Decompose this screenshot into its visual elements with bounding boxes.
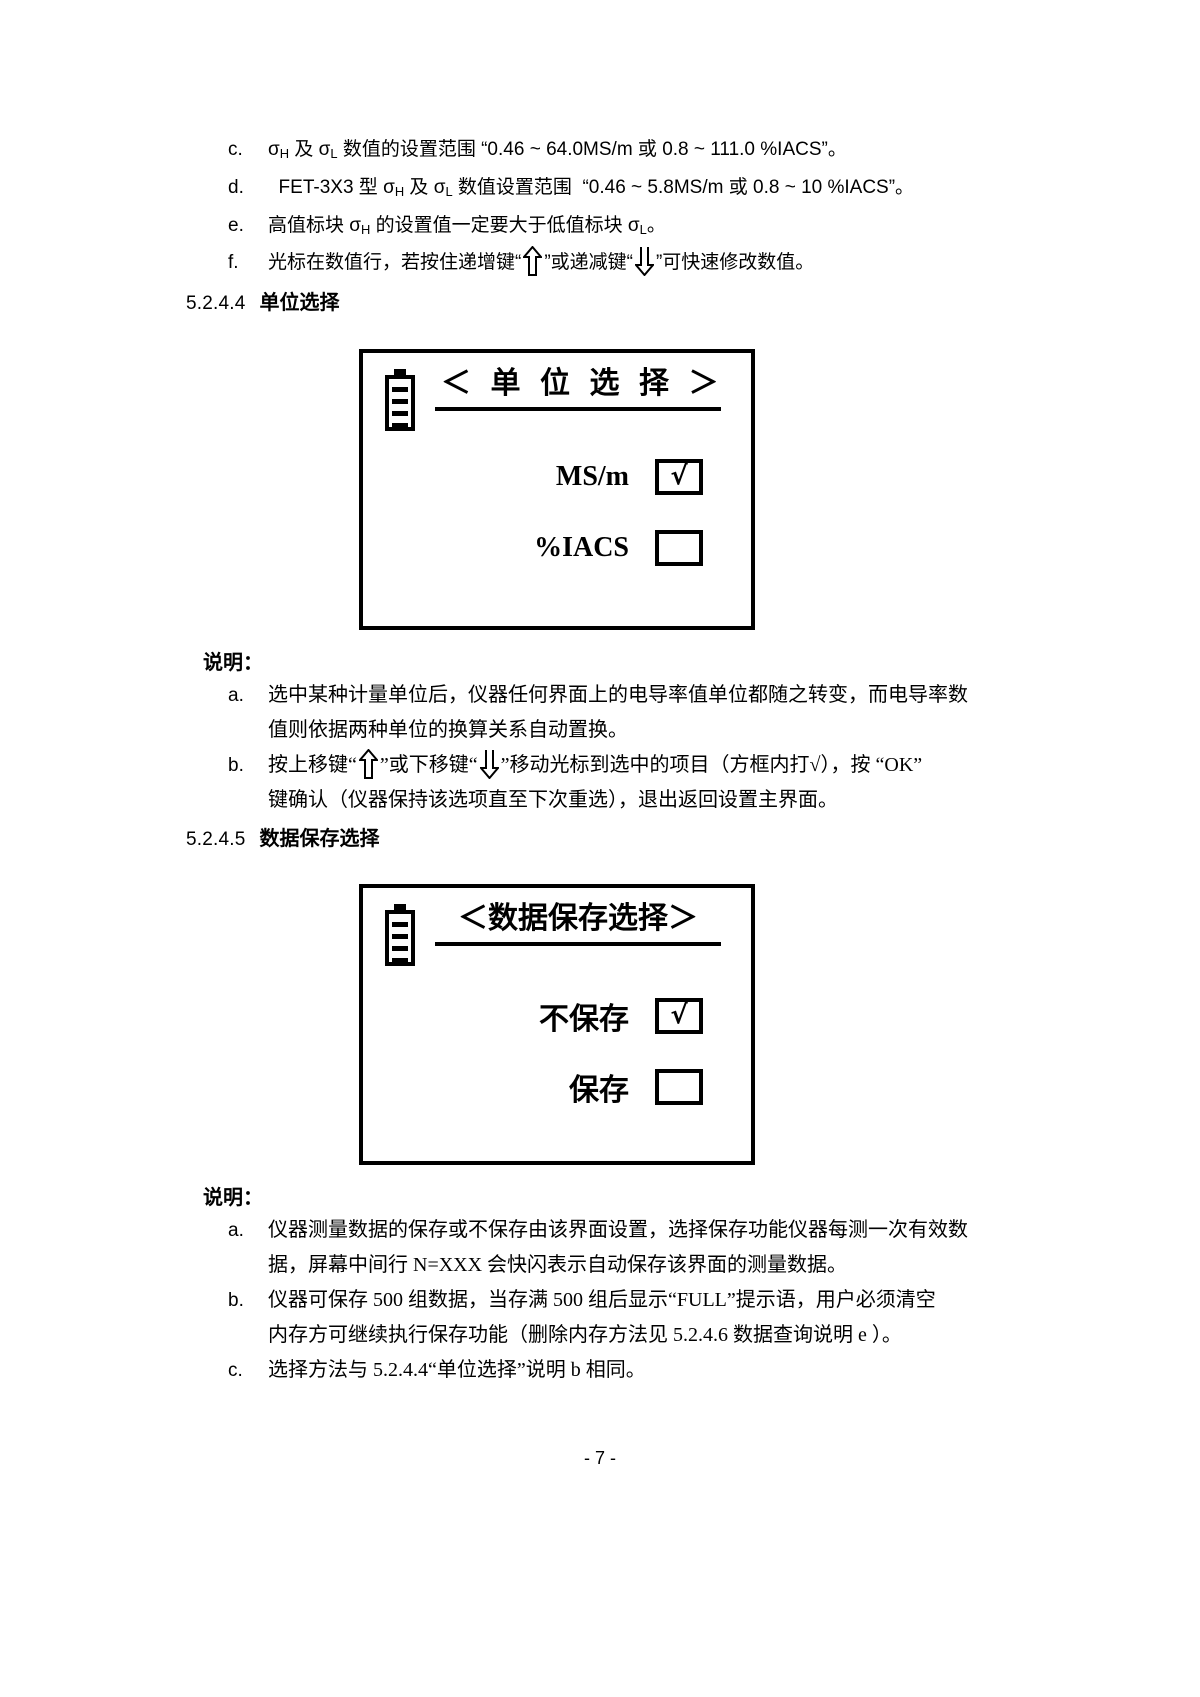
lcd-option-row-msm[interactable]: MS/m √	[461, 459, 703, 495]
note-text-b: 按上移键“”或下移键“”移动光标到选中的项目（方框内打√），按 “OK” 键确认…	[268, 748, 980, 818]
note-line: 选择方法与 5.2.4.4“单位选择”说明 b 相同。	[268, 1359, 646, 1381]
note-text-a: 仪器测量数据的保存或不保存由该界面设置，选择保存功能仪器每测一次有效数 据，屏幕…	[268, 1213, 980, 1283]
check-glyph: √	[670, 461, 688, 492]
lcd-title-text: ＜ 单 位 选 择 ＞	[441, 367, 725, 400]
list-item-d: d. FET-3X3 型 σH 及 σL 数值设置范围 “0.46 ~ 5.8M…	[228, 171, 988, 209]
lcd-screen-data-save: ＜数据保存选择＞ 不保存 √ 保存	[359, 884, 755, 1165]
battery-icon	[385, 904, 415, 966]
lcd-option-row-iacs[interactable]: %IACS	[461, 530, 703, 566]
note-line: 选中某种计量单位后，仪器任何界面上的电导率值单位都随之转变，而电导率数	[268, 684, 968, 706]
lcd-title-divider	[435, 407, 721, 411]
checkbox-msm[interactable]: √	[655, 459, 703, 495]
lcd-option-label-no-save: 不保存	[539, 1003, 629, 1036]
list-text-e: 高值标块 σH 的设置值一定要大于低值标块 σL。	[268, 214, 666, 237]
section-heading-unit-select: 5.2.4.4 单位选择	[186, 286, 340, 315]
note-list-unit-select: a. 选中某种计量单位后，仪器任何界面上的电导率值单位都随之转变，而电导率数 值…	[228, 678, 980, 818]
checkbox-save[interactable]	[655, 1069, 703, 1105]
note-text-b: 仪器可保存 500 组数据，当存满 500 组后显示“FULL”提示语，用户必须…	[268, 1283, 980, 1353]
list-marker-e: e.	[228, 214, 244, 236]
note-item-b: b. 仪器可保存 500 组数据，当存满 500 组后显示“FULL”提示语，用…	[228, 1283, 980, 1353]
arrow-down-icon	[634, 246, 654, 277]
note-item-a: a. 仪器测量数据的保存或不保存由该界面设置，选择保存功能仪器每测一次有效数 据…	[228, 1213, 980, 1283]
note-line: 按上移键“”或下移键“”移动光标到选中的项目（方框内打√），按 “OK”	[268, 748, 980, 783]
note-item-b: b. 按上移键“”或下移键“”移动光标到选中的项目（方框内打√），按 “OK” …	[228, 748, 980, 818]
note-marker-c: c.	[228, 1360, 243, 1381]
list-text-f: 光标在数值行，若按住递增键“”或递减键“”可快速修改数值。	[268, 246, 988, 280]
checkbox-no-save[interactable]: √	[655, 998, 703, 1034]
check-glyph: √	[670, 1000, 688, 1031]
lcd-option-label-save: 保存	[569, 1074, 629, 1107]
list-text-d: FET-3X3 型 σH 及 σL 数值设置范围 “0.46 ~ 5.8MS/m…	[268, 176, 915, 199]
note-item-a: a. 选中某种计量单位后，仪器任何界面上的电导率值单位都随之转变，而电导率数 值…	[228, 678, 980, 748]
list-marker-d: d.	[228, 176, 244, 198]
arrow-down-icon	[479, 749, 499, 779]
note-text-c: 选择方法与 5.2.4.4“单位选择”说明 b 相同。	[268, 1353, 980, 1388]
section-number: 5.2.4.4	[186, 293, 246, 314]
note-line: 仪器可保存 500 组数据，当存满 500 组后显示“FULL”提示语，用户必须…	[268, 1289, 936, 1311]
arrow-up-icon	[523, 246, 543, 277]
lcd-screen-unit-select: ＜ 单 位 选 择 ＞ MS/m √ %IACS	[359, 349, 755, 630]
note-item-c: c. 选择方法与 5.2.4.4“单位选择”说明 b 相同。	[228, 1353, 980, 1388]
note-line: 仪器测量数据的保存或不保存由该界面设置，选择保存功能仪器每测一次有效数	[268, 1219, 968, 1241]
section-title: 单位选择	[259, 292, 340, 314]
battery-icon	[385, 369, 415, 431]
note-marker-a: a.	[228, 1220, 244, 1241]
lcd-option-label-msm: MS/m	[555, 461, 629, 492]
section-number: 5.2.4.5	[186, 829, 246, 850]
lcd-title-text: ＜数据保存选择＞	[458, 902, 698, 935]
page-footer: - 7 -	[583, 1448, 616, 1468]
note-heading-data-save: 说明：	[203, 1187, 263, 1209]
list-text-c: σH 及 σL 数值的设置范围 “0.46 ~ 64.0MS/m 或 0.8 ~…	[268, 139, 847, 161]
lcd-title-block: ＜ 单 位 选 择 ＞	[435, 365, 721, 411]
note-marker-a: a.	[228, 685, 244, 706]
sigma-range-list: c. σH 及 σL 数值的设置范围 “0.46 ~ 64.0MS/m 或 0.…	[228, 133, 988, 280]
lcd-option-label-iacs: %IACS	[534, 532, 629, 563]
note-marker-b: b.	[228, 1290, 244, 1311]
note-text-a: 选中某种计量单位后，仪器任何界面上的电导率值单位都随之转变，而电导率数 值则依据…	[268, 678, 980, 748]
list-item-e: e. 高值标块 σH 的设置值一定要大于低值标块 σL。	[228, 209, 988, 247]
note-line: 键确认（仪器保持该选项直至下次重选），退出返回设置主界面。	[268, 789, 838, 811]
list-marker-f: f.	[228, 252, 239, 274]
list-marker-c: c.	[228, 139, 243, 160]
note-marker-b: b.	[228, 755, 244, 776]
lcd-title-block: ＜数据保存选择＞	[435, 900, 721, 946]
lcd-option-row-save[interactable]: 保存	[461, 1065, 703, 1109]
section-title: 数据保存选择	[259, 828, 380, 850]
list-item-c: c. σH 及 σL 数值的设置范围 “0.46 ~ 64.0MS/m 或 0.…	[228, 133, 988, 171]
note-heading-unit-select: 说明：	[203, 652, 263, 674]
note-line: 据，屏幕中间行 N=XXX 会快闪表示自动保存该界面的测量数据。	[268, 1254, 848, 1276]
lcd-option-row-no-save[interactable]: 不保存 √	[461, 994, 703, 1038]
note-line: 值则依据两种单位的换算关系自动置换。	[268, 719, 628, 741]
lcd-title-divider	[435, 942, 721, 946]
section-heading-data-save: 5.2.4.5 数据保存选择	[186, 822, 380, 851]
checkbox-iacs[interactable]	[655, 530, 703, 566]
note-list-data-save: a. 仪器测量数据的保存或不保存由该界面设置，选择保存功能仪器每测一次有效数 据…	[228, 1213, 980, 1388]
arrow-up-icon	[358, 749, 378, 779]
list-item-f: f. 光标在数值行，若按住递增键“”或递减键“”可快速修改数值。	[228, 246, 988, 280]
note-line: 内存方可继续执行保存功能（删除内存方法见 5.2.4.6 数据查询说明 e ）。	[268, 1324, 902, 1346]
